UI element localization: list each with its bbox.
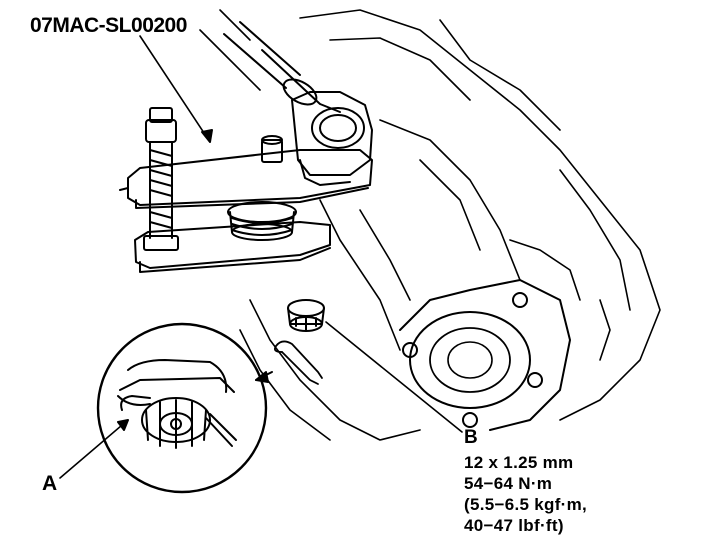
castle-nut-b (287, 299, 325, 332)
callout-a-label: A (42, 472, 58, 495)
tool-body (119, 149, 373, 273)
cotter-pin (273, 340, 323, 385)
spec-torque-lbfft: 40−47 lbf·ft) (464, 516, 564, 535)
spec-torque-nm: 54−64 N·m (464, 474, 553, 493)
ball-joint-cap (291, 91, 373, 186)
callout-a-leader (59, 419, 129, 479)
tool-label-leader (139, 35, 211, 143)
callout-a-arrowhead (117, 419, 129, 431)
tool-bolt-left (143, 107, 179, 251)
tool-pressure-bolt (227, 135, 297, 241)
upper-arm-rod (223, 21, 341, 113)
special-tool-number: 07MAC-SL00200 (30, 14, 187, 37)
spec-torque-kgfm: (5.5−6.5 kgf·m, (464, 495, 588, 514)
callout-b-label: B (464, 427, 478, 448)
torque-spec: 12 x 1.25 mm 54−64 N·m (5.5−6.5 kgf·m, 4… (464, 452, 587, 536)
inset-detail (96, 322, 268, 494)
steering-knuckle-sketch (199, 9, 661, 441)
spec-thread-size: 12 x 1.25 mm (464, 453, 574, 472)
callout-b-leader (325, 321, 463, 433)
tool-label-arrowhead (201, 129, 213, 143)
hub-flange (399, 279, 571, 431)
